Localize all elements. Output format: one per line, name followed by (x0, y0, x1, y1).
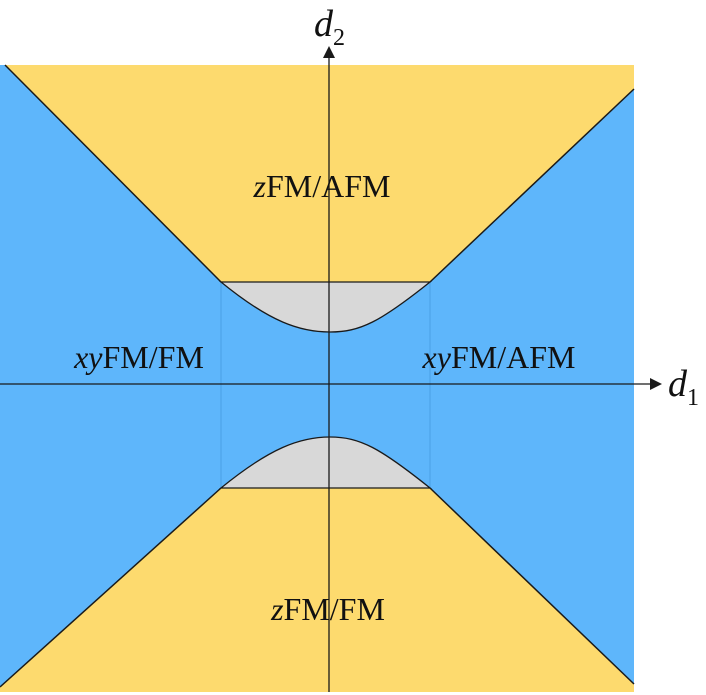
axis-label-d1: d1 (668, 363, 699, 411)
label-xy-fm-afm: xyFM/AFM (422, 339, 576, 375)
gap-region-bottom (219, 436, 432, 489)
label-z-fm-afm: zFM/AFM (253, 168, 391, 204)
boundary-upper-right (429, 88, 635, 283)
label-xy-fm-fm: xyFM/FM (73, 339, 204, 375)
z-fm-fm-region (0, 488, 634, 692)
boundary-lower-left (0, 487, 222, 688)
vertical-axis-arrowhead (323, 46, 335, 58)
boundary-upper-left (4, 64, 222, 283)
label-z-fm-fm: zFM/FM (270, 591, 385, 627)
horizontal-axis-arrowhead (650, 378, 662, 390)
boundary-lower-right (429, 487, 635, 685)
gap-region-top (219, 281, 432, 333)
z-fm-afm-region (0, 65, 634, 282)
axis-label-d2: d2 (314, 3, 345, 51)
